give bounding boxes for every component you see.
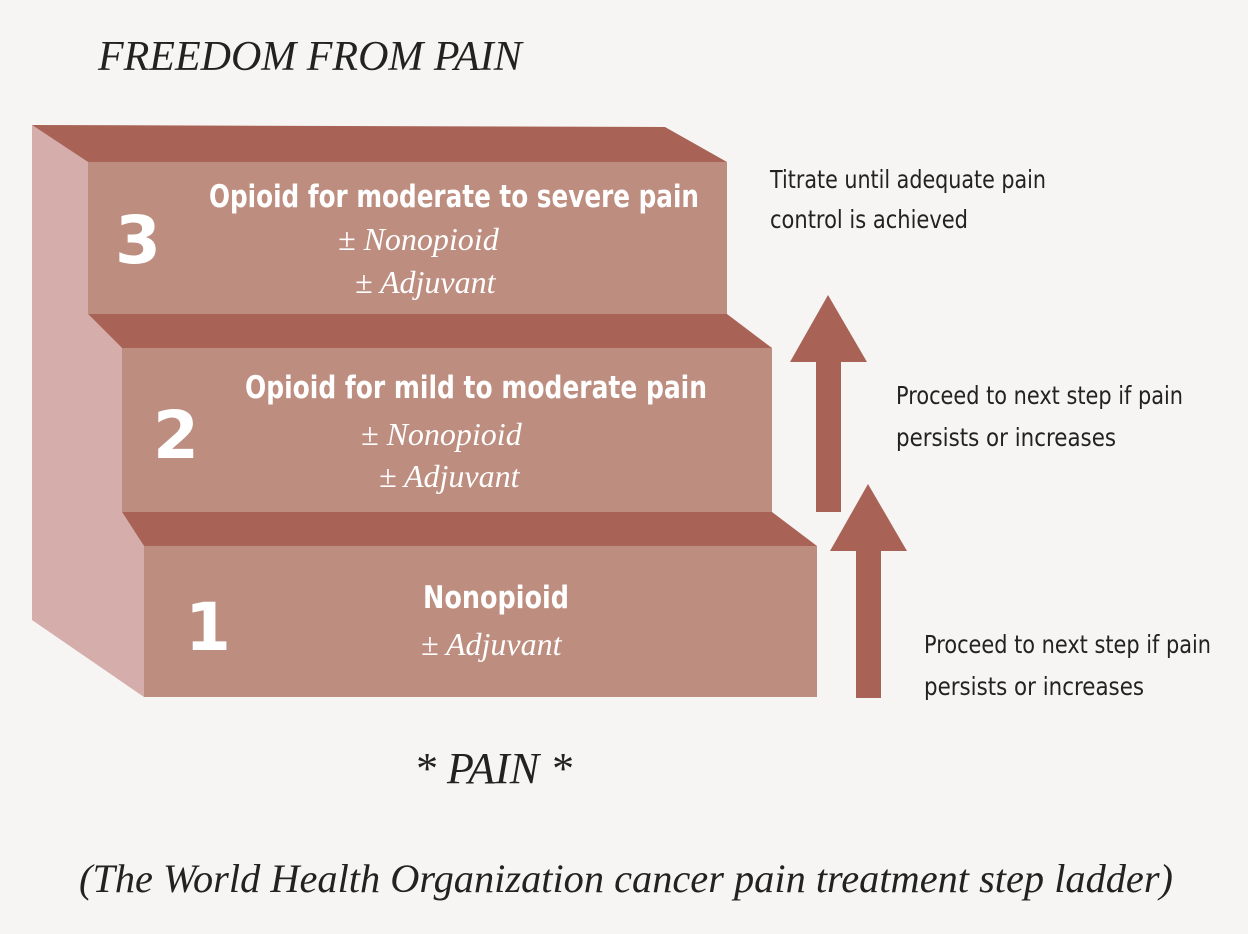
step-3-front-face [88,162,727,314]
note-proceed-lower-line-1: Proceed to next step if pain [924,630,1211,659]
step-3-adjunct-adjuvant: ± Adjuvant [355,264,497,300]
step-1-adjunct-adjuvant: ± Adjuvant [421,626,563,662]
page-title: FREEDOM FROM PAIN [97,34,524,80]
step-2-top-face [88,314,772,348]
note-proceed-upper-line-1: Proceed to next step if pain [896,381,1183,410]
step-2-adjunct-adjuvant: ± Adjuvant [379,458,521,494]
step-2-adjunct-nonopioid: ± Nonopioid [361,416,523,452]
step-2-main-label: Opioid for mild to moderate pain [245,370,707,406]
step-1-front-face [144,546,817,697]
note-titrate-line-2: control is achieved [770,205,968,234]
note-titrate-line-1: Titrate until adequate pain [769,165,1046,194]
note-proceed-upper-line-2: persists or increases [896,423,1116,452]
step-3-adjunct-nonopioid: ± Nonopioid [338,221,500,257]
step-1-main-label: Nonopioid [423,580,569,616]
step-2-number: 2 [153,397,199,474]
staircase-side-face [32,125,144,697]
step-3-main-label: Opioid for moderate to severe pain [209,179,699,215]
step-2-front-face [122,348,772,512]
diagram-caption: (The World Health Organization cancer pa… [79,856,1173,901]
step-3-number: 3 [115,202,161,279]
step-1-number: 1 [185,589,231,666]
arrow-up-step-1-to-2-icon [830,484,907,698]
step-3-top-face [32,125,727,162]
arrow-up-step-2-to-3-icon [790,295,867,512]
note-proceed-lower-line-2: persists or increases [924,672,1144,701]
step-1-top-face [122,512,817,546]
pain-label: * PAIN * [414,744,572,793]
